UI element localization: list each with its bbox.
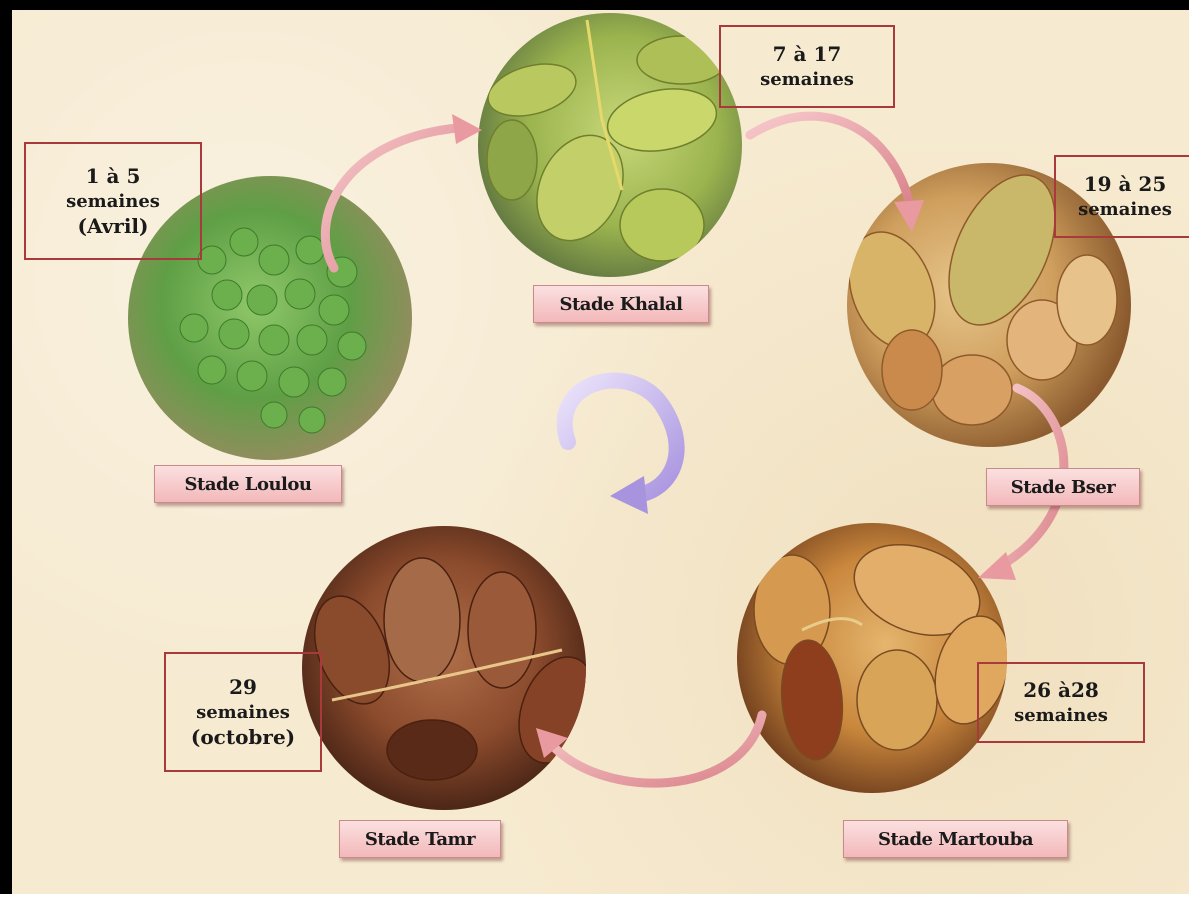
weeks-text: 29 [229, 675, 257, 700]
stage-label-martouba: Stade Martouba [843, 820, 1068, 858]
weeks-text: semaines [196, 700, 290, 725]
cycle-arrow-icon [565, 381, 677, 514]
stage-label-loulou: Stade Loulou [154, 465, 342, 503]
martouba-photo [737, 523, 1020, 793]
weeks-box-khalal: 7 à 17 semaines [719, 25, 895, 108]
weeks-text: 7 à 17 [773, 42, 842, 67]
stage-label-bser: Stade Bser [986, 468, 1140, 506]
khalal-photo [478, 13, 742, 277]
tamr-photo [301, 526, 609, 810]
weeks-text: semaines [1078, 197, 1172, 222]
weeks-text: semaines [760, 67, 854, 92]
weeks-text: 19 à 25 [1084, 172, 1167, 197]
weeks-text: (octobre) [191, 725, 295, 750]
weeks-text: 1 à 5 [86, 164, 141, 189]
weeks-text: 26 à28 [1023, 678, 1099, 703]
weeks-box-tamr: 29 semaines (octobre) [164, 652, 322, 772]
weeks-text: semaines [1014, 703, 1108, 728]
stage-label-khalal: Stade Khalal [533, 285, 709, 323]
weeks-text: semaines [66, 189, 160, 214]
weeks-box-loulou: 1 à 5 semaines (Avril) [24, 142, 202, 260]
weeks-box-bser: 19 à 25 semaines [1054, 155, 1189, 238]
weeks-box-martouba: 26 à28 semaines [977, 662, 1145, 743]
weeks-text: (Avril) [78, 214, 149, 239]
stage-label-tamr: Stade Tamr [339, 820, 501, 858]
